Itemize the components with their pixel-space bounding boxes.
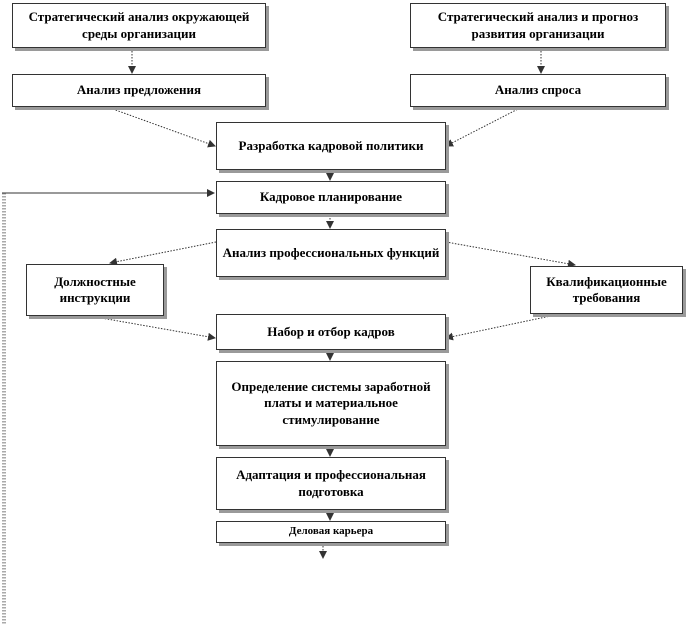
node-adaptation-label: Адаптация и профессиональная подготовка	[236, 467, 426, 499]
arrow-supply-to-policy	[109, 107, 216, 148]
arrow-qualification-to-recruitment	[445, 313, 561, 341]
node-qualification-label: Квалификационные требования	[546, 273, 667, 305]
node-policy-label: Разработка кадровой политики	[238, 137, 424, 153]
node-recruitment: Набор и отбор кадров	[216, 314, 446, 350]
node-dev-forecast: Стратегический анализ и прогноз развития…	[410, 3, 666, 48]
arrow-functions-to-instructions	[109, 241, 217, 266]
node-qualification: Квалификационные требования	[530, 266, 683, 314]
node-supply: Анализ предложения	[12, 74, 266, 107]
node-env-analysis: Стратегический анализ окружающей среды о…	[12, 3, 266, 48]
arrow-demand-to-policy	[445, 107, 521, 147]
node-career-label: Деловая карьера	[288, 525, 374, 538]
node-planning: Кадровое планирование	[216, 181, 446, 214]
node-instructions-label: Должностные инструкции	[54, 273, 136, 305]
node-recruitment-label: Набор и отбор кадров	[267, 323, 395, 339]
node-env-analysis-label: Стратегический анализ окружающей среды о…	[28, 9, 250, 41]
arrow-instructions-to-recruitment	[89, 315, 216, 341]
node-dev-forecast-label: Стратегический анализ и прогноз развития…	[437, 9, 639, 41]
node-salary-label: Определение системы заработной платы и м…	[231, 379, 431, 427]
node-instructions: Должностные инструкции	[26, 264, 164, 316]
node-salary: Определение системы заработной платы и м…	[216, 361, 446, 446]
node-demand: Анализ спроса	[410, 74, 666, 107]
node-supply-label: Анализ предложения	[76, 82, 202, 98]
node-adaptation: Адаптация и профессиональная подготовка	[216, 457, 446, 510]
node-policy: Разработка кадровой политики	[216, 122, 446, 170]
node-functions-label: Анализ профессиональных функций	[222, 244, 440, 260]
feedback-loop	[2, 189, 215, 624]
node-functions: Анализ профессиональных функций	[216, 229, 446, 277]
node-career: Деловая карьера	[216, 521, 446, 543]
arrow-functions-to-qualification	[445, 241, 576, 268]
node-planning-label: Кадровое планирование	[259, 189, 403, 205]
node-demand-label: Анализ спроса	[494, 82, 582, 98]
